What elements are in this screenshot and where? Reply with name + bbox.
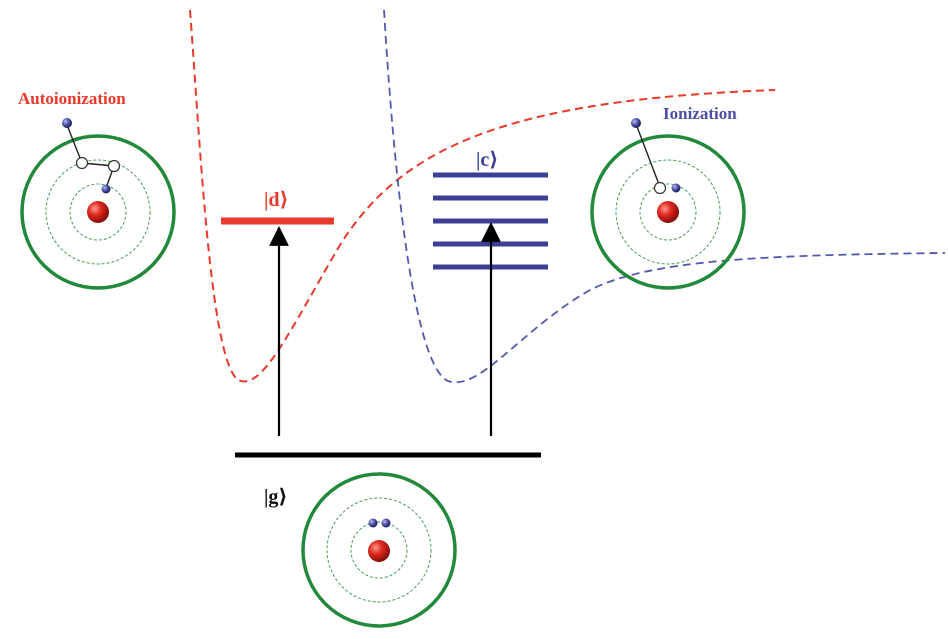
label-state-d: |d⟩ bbox=[264, 189, 289, 211]
electron-icon bbox=[369, 519, 378, 528]
electron-icon bbox=[62, 118, 72, 128]
electron-icon bbox=[631, 118, 641, 128]
electron-path bbox=[67, 125, 82, 163]
electron-path bbox=[636, 124, 660, 187]
electron-icon bbox=[382, 519, 391, 528]
electron-icon bbox=[102, 185, 111, 194]
vacancy-icon bbox=[77, 158, 88, 169]
nucleus-icon bbox=[657, 201, 679, 223]
label-ionization: Ionization bbox=[663, 104, 737, 123]
atom-icon-autoionization bbox=[22, 118, 174, 288]
label-state-g: |g⟩ bbox=[264, 486, 288, 508]
electron-icon bbox=[672, 184, 681, 193]
label-autoionization: Autoionization bbox=[18, 89, 126, 108]
atom-icon-ground bbox=[303, 474, 455, 626]
label-state-c: |c⟩ bbox=[476, 149, 498, 171]
vacancy-icon bbox=[109, 161, 120, 172]
nucleus-icon bbox=[87, 201, 109, 223]
atom-icon-ionization bbox=[592, 118, 744, 288]
nucleus-icon bbox=[368, 540, 390, 562]
vacancy-icon bbox=[655, 183, 666, 194]
